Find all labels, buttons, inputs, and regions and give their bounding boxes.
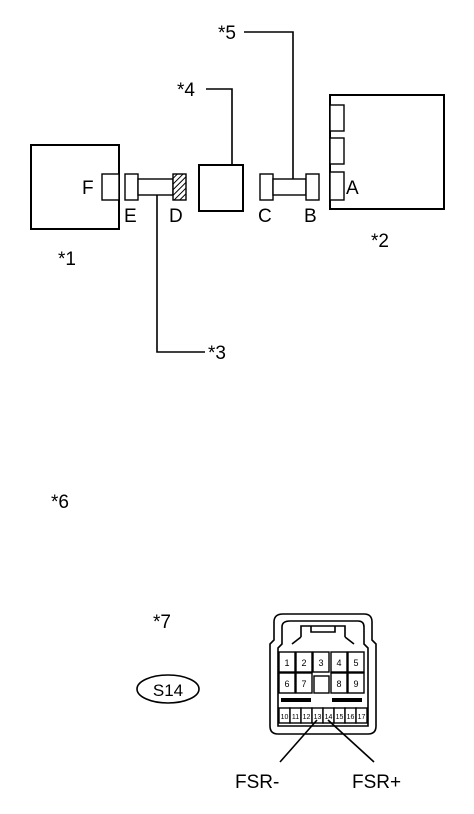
pin-label: 7 <box>301 679 306 689</box>
pin-label: 15 <box>336 714 344 721</box>
pin-label: 14 <box>325 714 333 721</box>
pin-row-3: 10 11 12 13 14 15 16 17 <box>278 707 368 724</box>
callout-2-label: *2 <box>371 231 389 252</box>
component-1: F *1 <box>30 144 120 270</box>
pin-row-1: 1 2 3 4 5 <box>278 651 365 673</box>
connector-code-label: S14 <box>153 681 183 700</box>
pin-cell <box>330 651 348 673</box>
connector-f-socket <box>101 173 120 201</box>
connector-code-badge: S14 <box>136 674 200 704</box>
callout-5-leader <box>244 31 294 179</box>
harness-3: E D *3 <box>124 173 226 364</box>
pin-label: 4 <box>336 658 341 668</box>
connector-c-label: C <box>258 206 272 227</box>
connector-a-label: A <box>346 178 359 199</box>
pin-label: 3 <box>318 658 323 668</box>
connector-e-plug <box>124 173 139 201</box>
callout-4-label: *4 <box>177 80 195 101</box>
component-2-socket-upper <box>329 104 345 132</box>
connector-d-plug <box>172 173 187 201</box>
pin-row-2: 6 7 8 9 <box>278 672 365 694</box>
component-2-body <box>329 94 445 210</box>
harness-3-cable <box>137 178 174 196</box>
component-4-body <box>198 164 244 212</box>
pin-cell <box>330 672 348 694</box>
connector-d-label: D <box>169 206 183 227</box>
pin-cell <box>347 672 365 694</box>
connector-c-plug <box>259 173 274 201</box>
callout-4-leader <box>206 88 233 165</box>
pin-label: 17 <box>358 714 366 721</box>
connector-divider-right <box>332 698 362 702</box>
pin-cell <box>312 651 330 673</box>
component-2: A *2 <box>329 94 445 252</box>
pin-cell <box>347 651 365 673</box>
connector-inner-frame <box>277 620 369 727</box>
pin-label: 6 <box>284 679 289 689</box>
pin-cell <box>355 707 368 724</box>
pin-label: 16 <box>347 714 355 721</box>
pin-label: 8 <box>336 679 341 689</box>
pin-label: 11 <box>292 714 299 721</box>
callout-7-label: *7 <box>153 612 171 633</box>
pin-label: 10 <box>281 714 289 721</box>
pin-label: 5 <box>353 658 358 668</box>
callout-5-label: *5 <box>218 23 236 44</box>
terminal-plus-leader <box>327 719 375 763</box>
terminal-plus-label: FSR+ <box>352 772 401 793</box>
terminal-minus-leader <box>279 719 318 763</box>
callout-3-leader <box>156 195 205 353</box>
pin-cell <box>295 672 313 694</box>
connector-key-slot <box>313 675 330 694</box>
connector-latch <box>291 625 355 645</box>
connector-code-ellipse <box>136 674 200 704</box>
pin-cell <box>278 651 296 673</box>
callout-1-label: *1 <box>58 249 76 270</box>
connector-housing <box>269 613 377 735</box>
component-4: *4 <box>177 80 244 212</box>
callout-3-label: *3 <box>208 343 226 364</box>
harness-5-cable <box>272 178 307 196</box>
connector-e-label: E <box>124 206 137 227</box>
pin-label: 2 <box>301 658 306 668</box>
connector-divider-left <box>281 698 311 702</box>
connector-a-socket <box>329 171 345 201</box>
pin-cell <box>278 672 296 694</box>
component-2-socket-middle <box>329 137 345 165</box>
connector-s14-face: 1 2 3 4 5 6 7 8 9 <box>269 613 377 763</box>
pin-label: 1 <box>284 658 289 668</box>
pin-label: 9 <box>353 679 358 689</box>
connector-b-plug <box>305 173 320 201</box>
pin-label: 12 <box>303 714 311 721</box>
callout-6-label: *6 <box>51 492 69 513</box>
terminal-minus-label: FSR- <box>235 772 279 793</box>
connector-f-label: F <box>82 178 94 199</box>
harness-5: C B *5 <box>218 23 320 227</box>
connector-b-label: B <box>304 206 317 227</box>
pin-label: 13 <box>314 714 322 721</box>
pin-cell <box>295 651 313 673</box>
